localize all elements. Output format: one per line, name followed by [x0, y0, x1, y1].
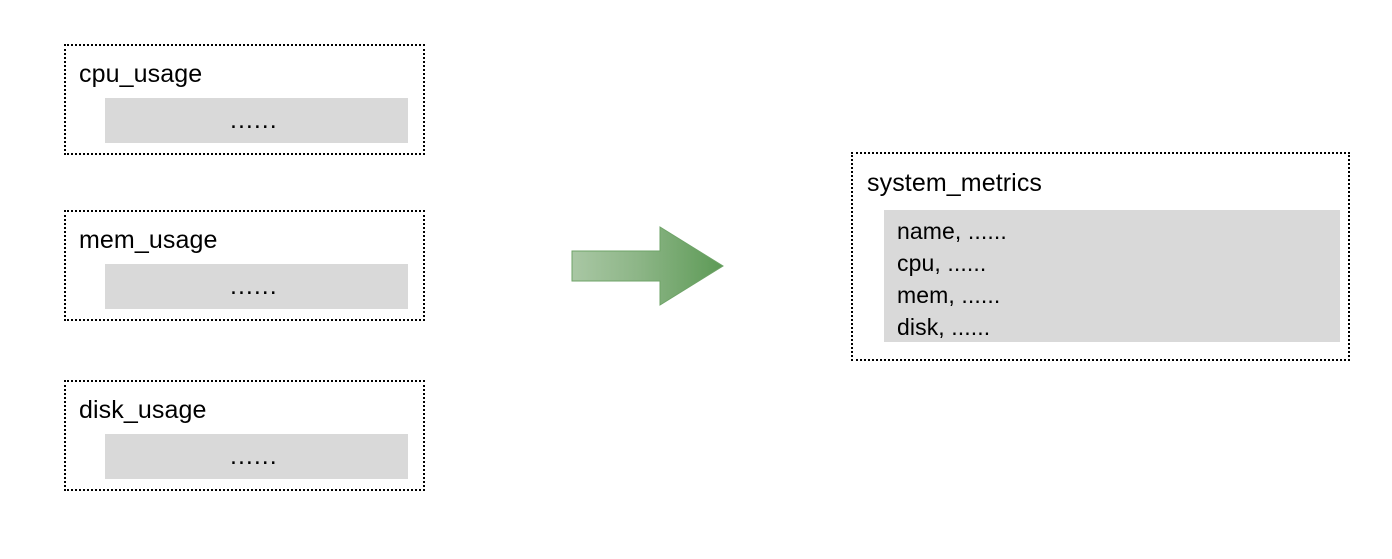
entity-box-disk-usage[interactable]: disk_usage ...... [64, 380, 425, 491]
merge-arrow-shape [571, 226, 724, 306]
entity-box-system-metrics[interactable]: system_metrics name, ...... cpu, ...... … [851, 152, 1350, 361]
entity-title-disk-usage: disk_usage [79, 396, 207, 424]
entity-box-mem-usage[interactable]: mem_usage ...... [64, 210, 425, 321]
entity-panel-ellipsis: ...... [230, 272, 278, 300]
entity-title-cpu-usage: cpu_usage [79, 60, 203, 88]
entity-panel-mem-usage: ...... [105, 264, 408, 309]
entity-panel-system-metrics: name, ...... cpu, ...... mem, ...... dis… [884, 210, 1340, 342]
entity-field-disk: disk, ...... [897, 314, 991, 340]
entity-field-name: name, ...... [897, 218, 1007, 244]
entity-panel-ellipsis: ...... [230, 442, 278, 470]
entity-panel-disk-usage: ...... [105, 434, 408, 479]
entity-title-mem-usage: mem_usage [79, 226, 218, 254]
entity-box-cpu-usage[interactable]: cpu_usage ...... [64, 44, 425, 155]
entity-title-system-metrics: system_metrics [867, 169, 1043, 197]
entity-field-cpu: cpu, ...... [897, 250, 987, 276]
entity-panel-cpu-usage: ...... [105, 98, 408, 143]
merge-arrow-icon [570, 225, 725, 307]
entity-field-mem: mem, ...... [897, 282, 1001, 308]
merge-arrow-svg [571, 226, 724, 306]
entity-panel-ellipsis: ...... [230, 106, 278, 134]
